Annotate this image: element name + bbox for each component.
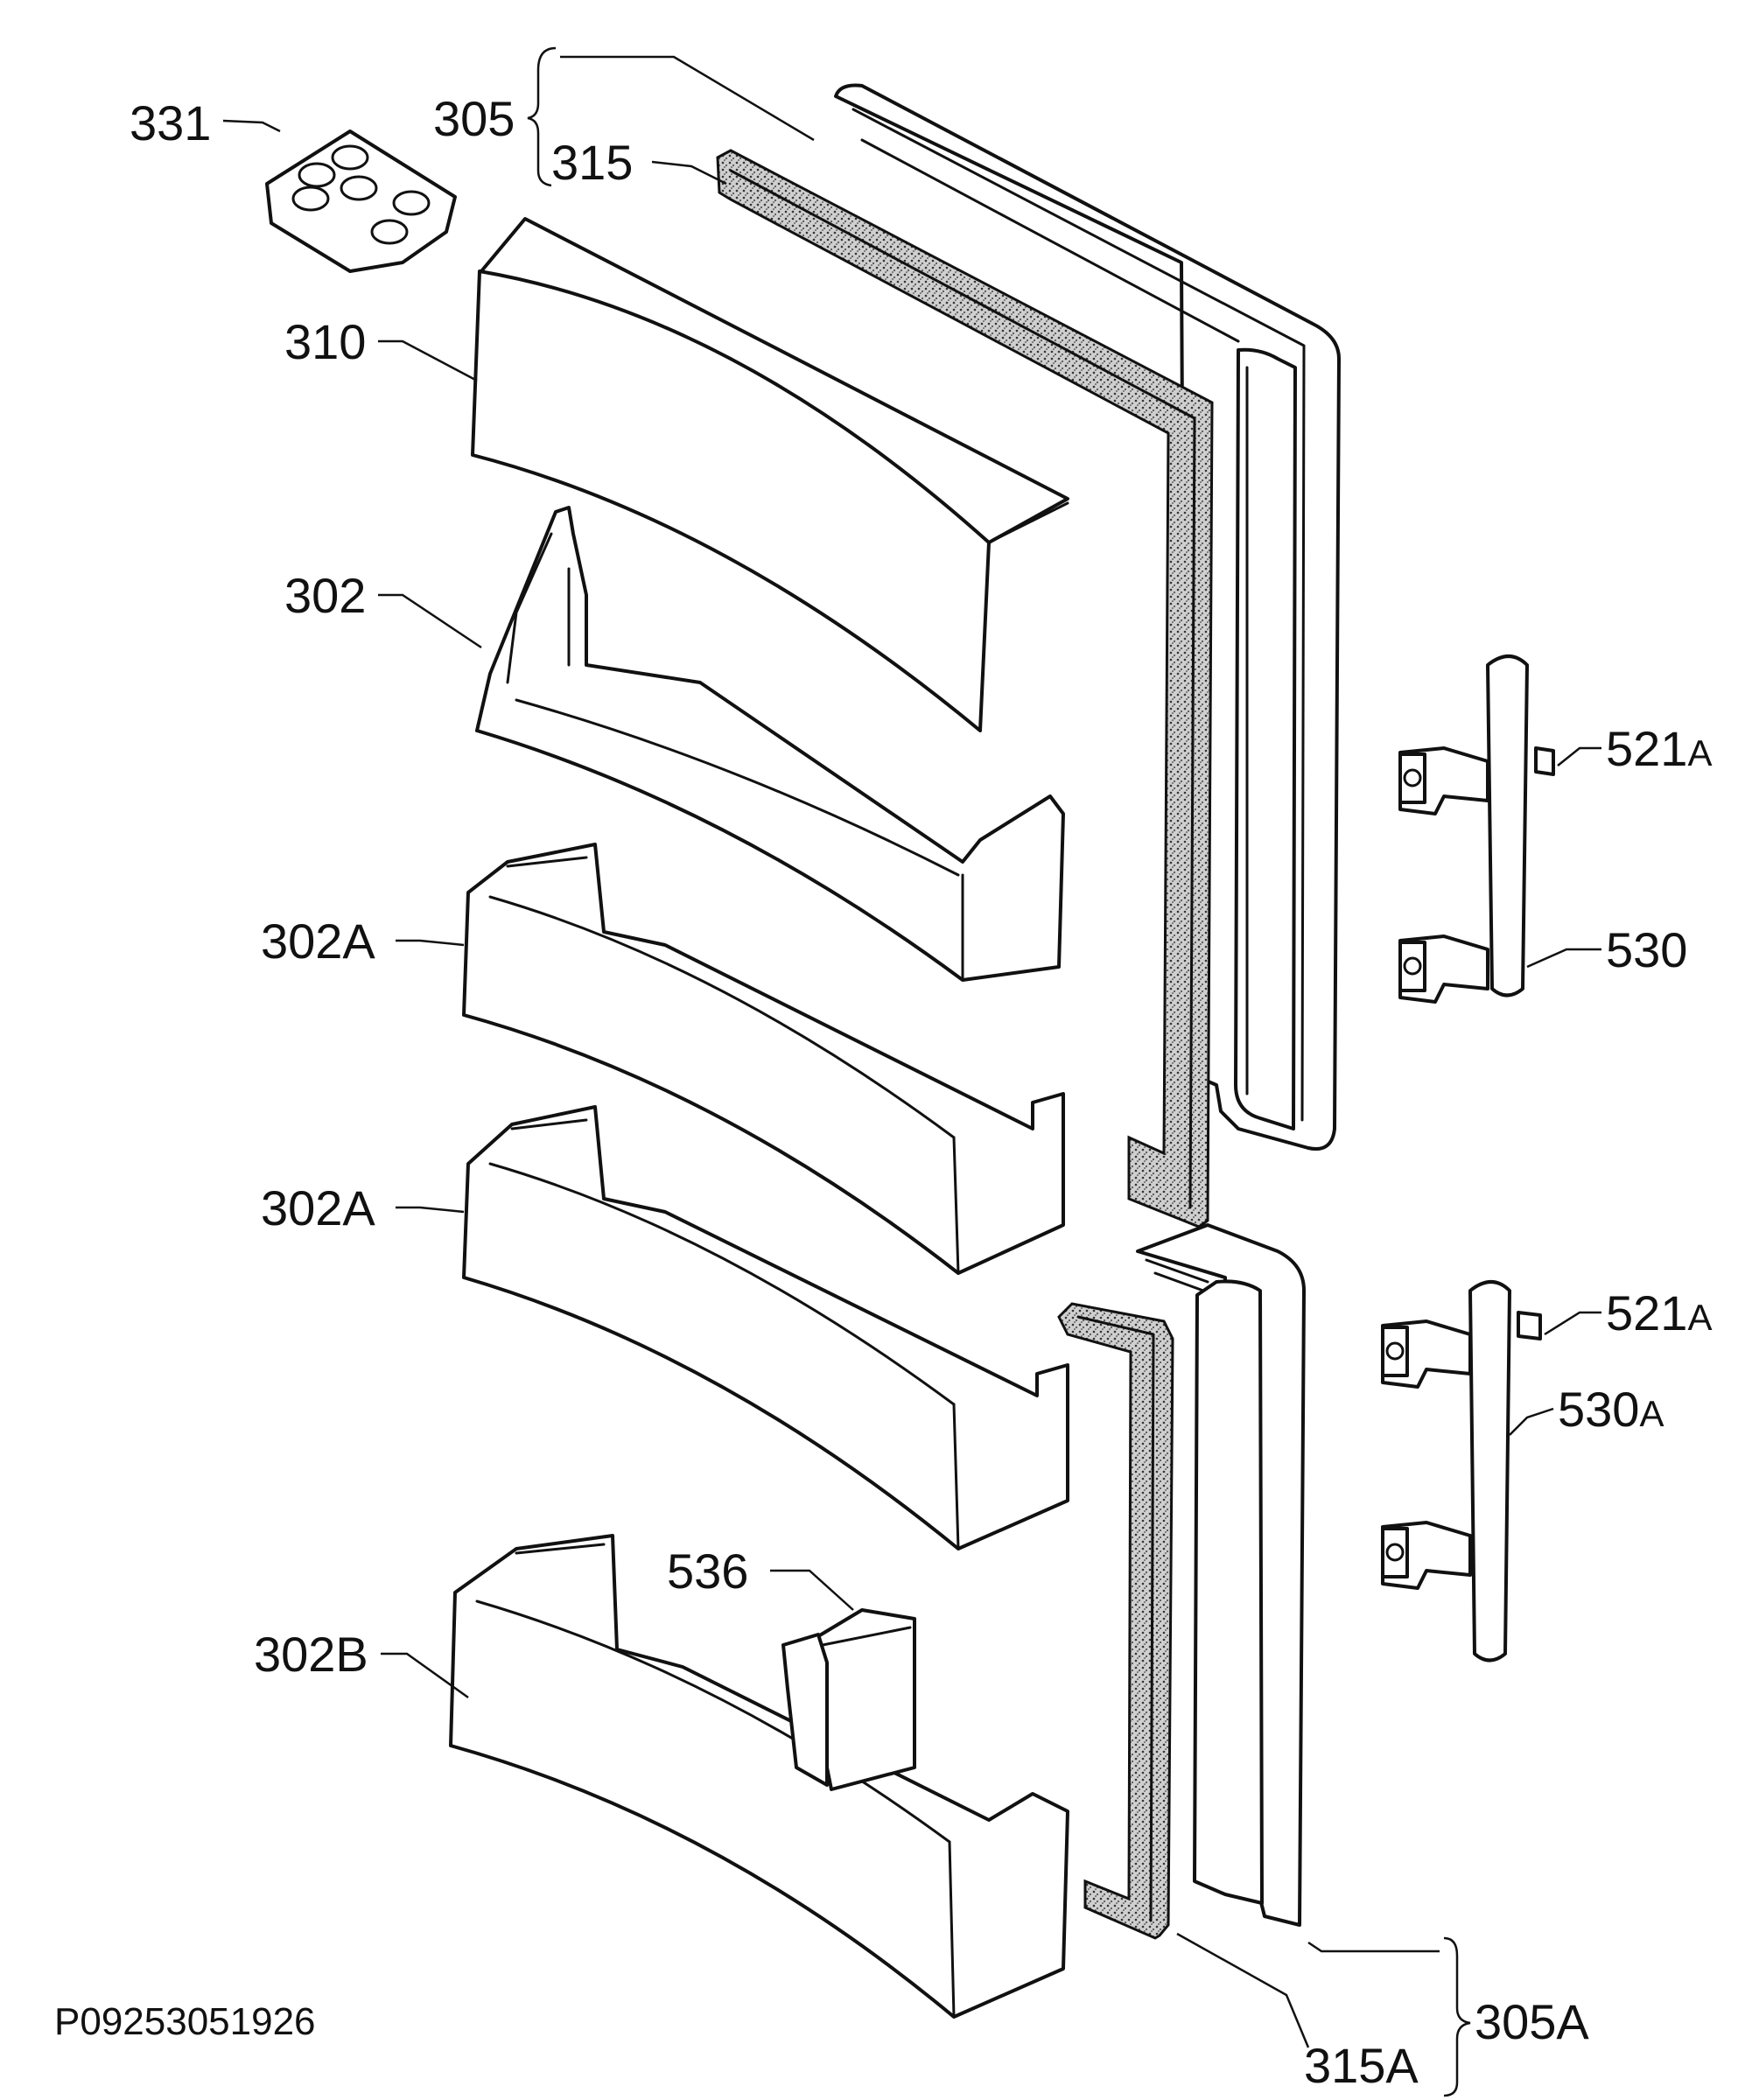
upper-door-gasket bbox=[716, 149, 1214, 1228]
label-310: 310 bbox=[284, 314, 366, 369]
lower-door-handle bbox=[1381, 1280, 1542, 1662]
door-balcony bbox=[475, 506, 1065, 982]
door-balcony-302a-lower bbox=[462, 1105, 1069, 1550]
label-530a: 530A bbox=[1558, 1382, 1664, 1437]
bottle-balcony-302b bbox=[449, 1534, 1069, 2019]
egg-tray bbox=[265, 130, 457, 273]
label-302: 302 bbox=[284, 568, 366, 623]
label-521a-upper: 521A bbox=[1606, 721, 1712, 776]
label-521a-lower: 521A bbox=[1606, 1285, 1712, 1340]
part-labels: 331 305 315 310 302 302A 302A 302B 536 5… bbox=[54, 91, 1712, 2093]
label-315: 315 bbox=[551, 135, 633, 190]
leader-lines bbox=[222, 46, 1601, 2097]
label-305: 305 bbox=[433, 91, 515, 146]
shelf-lid bbox=[471, 217, 1069, 732]
upper-door-handle bbox=[1398, 654, 1555, 1004]
door-balcony-302a-upper bbox=[462, 843, 1065, 1275]
label-331: 331 bbox=[130, 95, 211, 150]
label-315a: 315A bbox=[1304, 2038, 1419, 2093]
lower-door-gasket bbox=[1057, 1302, 1174, 1940]
label-302a-upper: 302A bbox=[261, 914, 375, 969]
label-536: 536 bbox=[667, 1544, 748, 1599]
label-530: 530 bbox=[1606, 922, 1687, 977]
upper-door-frame bbox=[834, 83, 1341, 1151]
label-302b: 302B bbox=[254, 1627, 368, 1682]
label-302a-lower: 302A bbox=[261, 1180, 375, 1236]
label-305a: 305A bbox=[1475, 1994, 1589, 2049]
lower-door-frame bbox=[1136, 1223, 1306, 1927]
drawing-code: P09253051926 bbox=[54, 2000, 316, 2043]
bottle-divider bbox=[781, 1608, 916, 1791]
